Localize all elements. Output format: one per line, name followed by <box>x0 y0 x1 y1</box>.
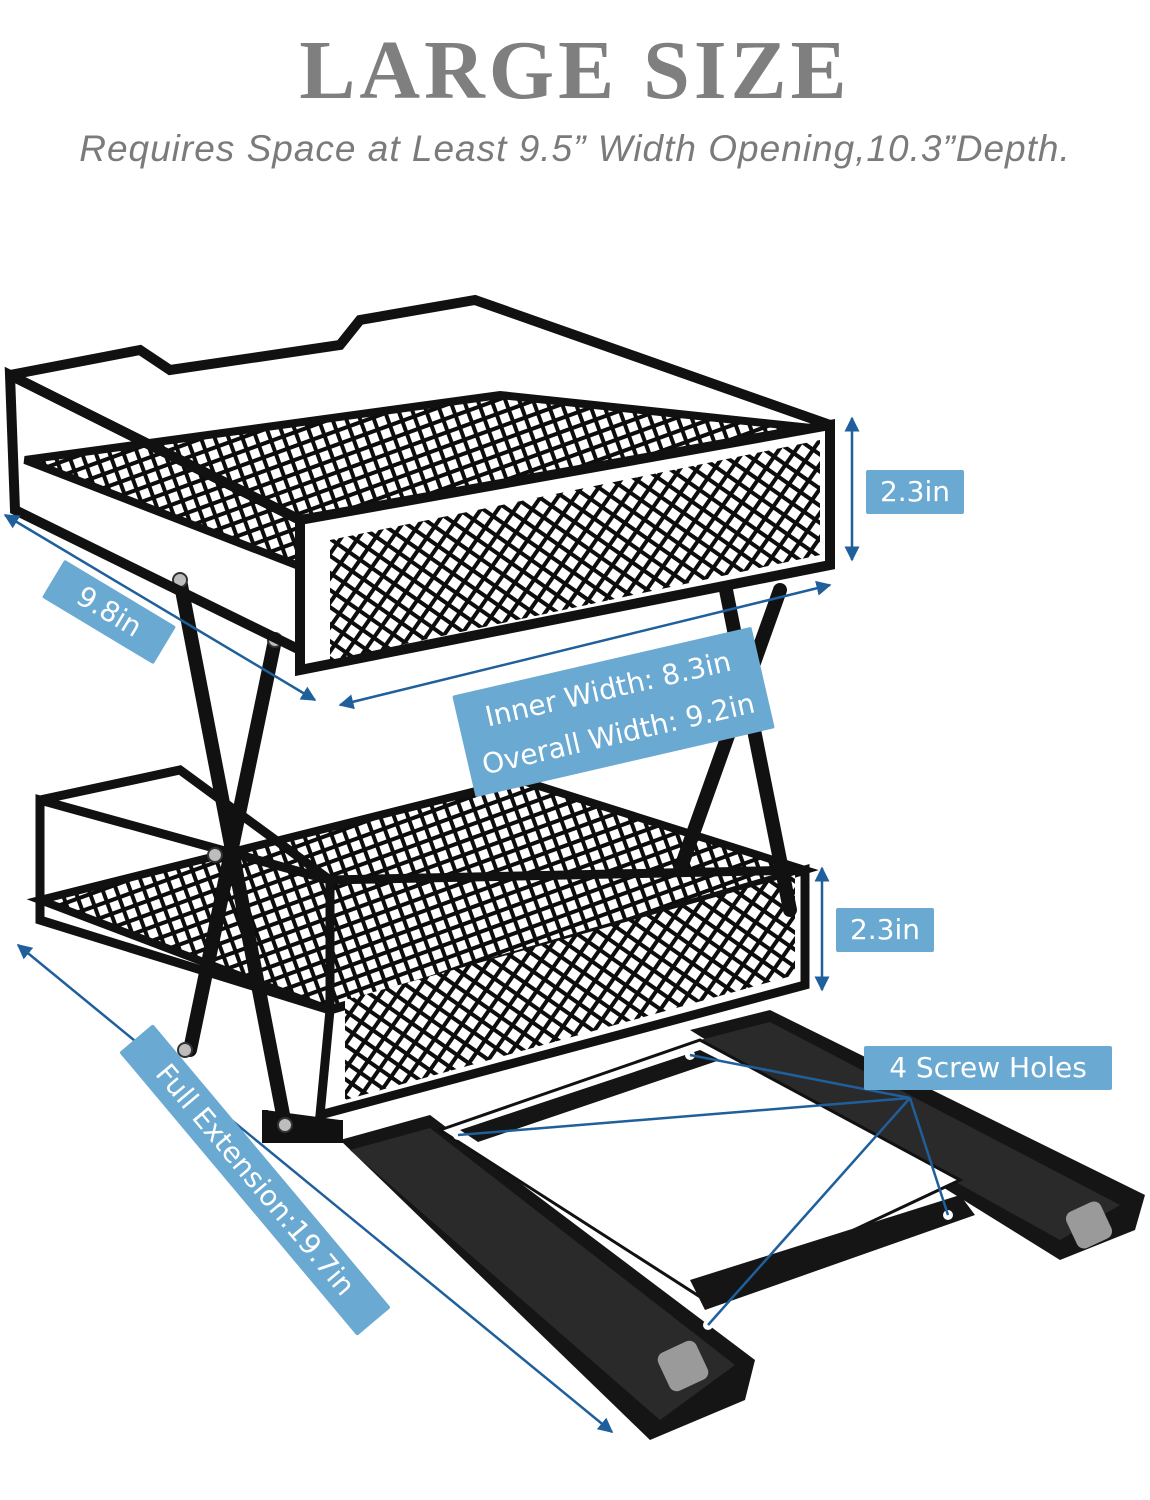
dimension-lines <box>3 416 950 1433</box>
page-subtitle: Requires Space at Least 9.5” Width Openi… <box>79 128 1071 169</box>
bottom-height-label: 2.3in <box>836 908 934 952</box>
page-title: LARGE SIZE <box>299 24 851 117</box>
top-height-label: 2.3in <box>866 470 964 514</box>
screw-holes-label: 4 Screw Holes <box>864 1046 1112 1090</box>
